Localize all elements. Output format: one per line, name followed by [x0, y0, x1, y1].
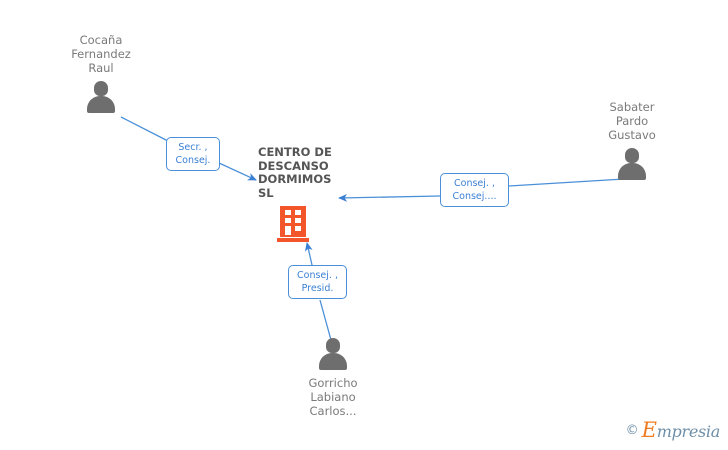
relation-label-sabater[interactable]: Consej. , Consej.... — [440, 173, 509, 207]
person-name-label: Cocaña Fernandez Raul — [71, 33, 131, 75]
person-node-cocana-fernandez-raul[interactable]: Cocaña Fernandez Raul — [41, 33, 161, 113]
edge-gorricho-to-label — [319, 299, 332, 341]
relation-label-cocana[interactable]: Secr. , Consej. — [166, 137, 220, 171]
building-icon-window — [295, 218, 301, 223]
company-node[interactable]: CENTRO DE DESCANSO DORMIMOS SL — [258, 145, 348, 242]
person-icon — [84, 81, 118, 113]
person-name-label: Sabater Pardo Gustavo — [608, 100, 656, 142]
empresia-watermark: © Empresia — [625, 418, 721, 442]
building-icon-tower — [280, 206, 306, 237]
brand-rest: mpresia — [656, 422, 721, 441]
person-icon-body — [319, 353, 347, 370]
building-icon — [277, 206, 309, 242]
person-icon — [316, 338, 350, 370]
edge-label-to-company-left — [218, 162, 257, 181]
person-name-label: Gorricho Labiano Carlos... — [308, 376, 358, 418]
person-icon-head — [625, 148, 639, 163]
edge-sabater-to-label — [508, 178, 625, 187]
person-icon-head — [94, 81, 108, 96]
relation-label-gorricho[interactable]: Consej. , Presid. — [288, 265, 347, 299]
building-icon-base — [277, 238, 309, 242]
building-icon-window — [285, 210, 291, 215]
person-icon — [615, 148, 649, 180]
building-icon-door — [285, 226, 291, 235]
person-icon-head — [326, 338, 340, 353]
building-icon-window — [295, 210, 301, 215]
edge-label-to-company-bottom — [304, 242, 313, 266]
edge-cocana-to-label — [120, 116, 169, 142]
copyright-icon: © — [625, 422, 639, 438]
brand-initial: E — [641, 418, 657, 442]
person-node-sabater-pardo-gustavo[interactable]: Sabater Pardo Gustavo — [572, 100, 692, 180]
edge-label-to-company-right — [338, 193, 441, 202]
building-icon-window — [285, 218, 291, 223]
building-icon-window — [295, 226, 301, 231]
person-icon-body — [87, 96, 115, 113]
person-icon-body — [618, 163, 646, 180]
person-node-gorricho-labiano-carlos[interactable]: Gorricho Labiano Carlos... — [273, 338, 393, 418]
company-name-label: CENTRO DE DESCANSO DORMIMOS SL — [258, 145, 332, 200]
brand-name: Empresia — [641, 418, 721, 442]
